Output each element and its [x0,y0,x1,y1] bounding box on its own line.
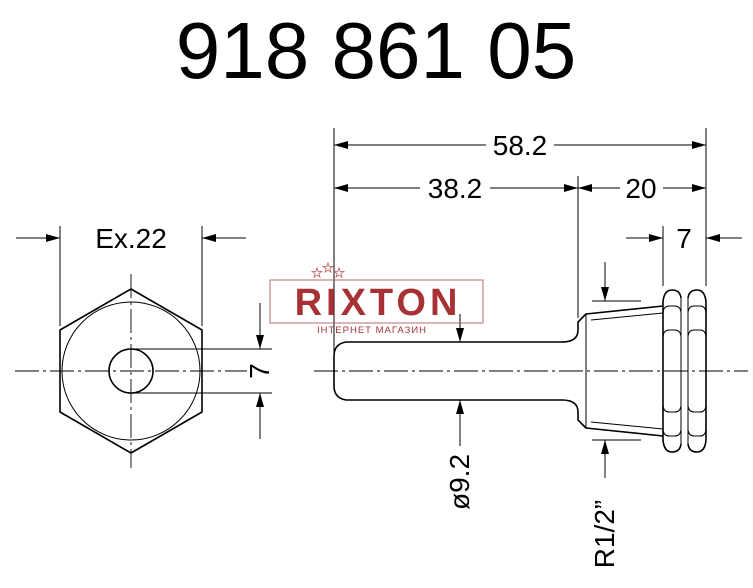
thread-length-dimension: 20 [578,173,706,204]
shaft-diameter-label: ø9.2 [444,454,475,510]
watermark-brand: RIXTON [295,282,462,324]
thread-root-lower [590,421,664,430]
thread-lower-edge [561,399,664,437]
arrowhead-top [601,287,609,301]
across-flats-dimension: Ex.22 [16,223,246,326]
nut-top-corner-b [687,289,707,303]
arrowhead-right [706,234,720,242]
star-icon [321,261,335,274]
part-number-title: 918 861 05 [176,6,576,95]
arrowhead-bottom [456,400,464,414]
nut-lower-chamfer-b [687,429,707,437]
thread-upper-edge [561,305,664,343]
watermark-frame [269,279,484,324]
across-flats-label: Ex.22 [95,223,167,254]
thread-size-dimension: R1/2” [589,262,641,568]
rixton-watermark: RIXTON ІНТЕРНЕТ МАГАЗИН [269,261,484,336]
nut-bottom-corner-a [662,439,682,453]
nut-face-edge-lower-a [662,405,682,413]
thread-root-upper [590,312,664,321]
side-view [314,289,748,453]
arrowhead-right [202,234,216,242]
arrowhead-right [692,184,706,192]
hex-outline [59,288,203,454]
nut-top-corner-a [662,289,682,303]
arrowhead-top [456,328,464,342]
thread-size-label: R1/2” [589,500,620,568]
arrowhead-bottom [601,440,609,454]
arrowhead-top [256,335,264,349]
watermark-stars [310,261,346,279]
star-icon [310,266,324,279]
nut-bottom-corner-b [687,439,707,453]
arrowhead-left [334,141,348,149]
nut-lower-chamfer-a [662,429,682,437]
shaft-outline [333,341,562,401]
arrowhead-right [564,184,578,192]
hex-thickness-label: 7 [676,223,692,254]
arrowhead-left [334,184,348,192]
overall-length-dimension: 58.2 [334,130,706,161]
nut-upper-chamfer-a [662,305,682,313]
nut-face-edge-lower-b [687,405,707,413]
front-view [15,274,247,468]
star-icon [332,266,346,279]
hex-chamfer-circle [61,301,201,441]
hex-nut-side [662,289,707,453]
arrowhead-right [692,141,706,149]
bore-diameter-label: 7 [244,363,275,379]
arrowhead-left [649,234,663,242]
shaft-length-dimension: 38.2 [334,173,578,204]
shaft-length-label: 38.2 [428,173,483,204]
arrowhead-left [46,234,60,242]
hex-thickness-dimension: 7 [626,223,742,254]
nut-face-edge-upper-a [662,329,682,337]
arrowhead-left [578,184,592,192]
side-view-extension-lines [333,128,707,352]
nut-face-edge-upper-b [687,329,707,337]
thread-length-label: 20 [625,173,656,204]
overall-length-label: 58.2 [493,130,548,161]
shaft-diameter-dimension: ø9.2 [444,314,475,510]
nut-upper-chamfer-b [687,305,707,313]
watermark-tagline: ІНТЕРНЕТ МАГАЗИН [317,325,427,336]
bore-diameter-dimension: 7 [131,303,275,439]
arrowhead-bottom [256,393,264,407]
